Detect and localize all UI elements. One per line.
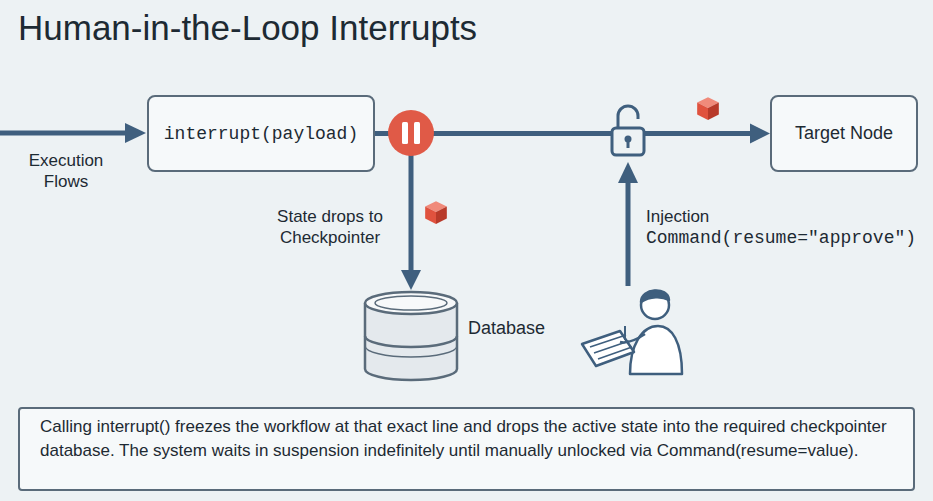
state-cube [697,97,719,120]
arrow-head [401,270,421,290]
node-text: Target Node [795,123,893,144]
caption-box: Calling interrupt() freezes the workflow… [18,407,915,491]
node-text: interrupt(payload) [164,124,358,144]
process-box: interrupt(payload) [147,95,375,172]
text-label: Execution Flows [10,150,122,192]
entry-arrow [0,123,146,143]
cylinder-shape [361,290,461,382]
node-text: Database [468,318,545,339]
database-cylinder: Database [361,290,551,382]
injection-arrow [618,162,638,286]
unlock-icon [612,106,644,155]
state-cube [425,201,447,224]
code-label: Command(resume="approve") [646,228,931,249]
caption-text: Calling interrupt() freezes the workflow… [40,415,893,463]
arrow-head [750,124,770,144]
edge-group [375,124,770,144]
pause-icon [388,110,434,156]
text-label: Injection [646,206,846,227]
process-box: Target Node [770,95,918,172]
edge-layer [375,124,770,291]
diagram-title: Human-in-the-Loop Interrupts [18,8,477,48]
human-operator [582,290,682,374]
edge-label: State drops to Checkpointer [255,206,405,248]
